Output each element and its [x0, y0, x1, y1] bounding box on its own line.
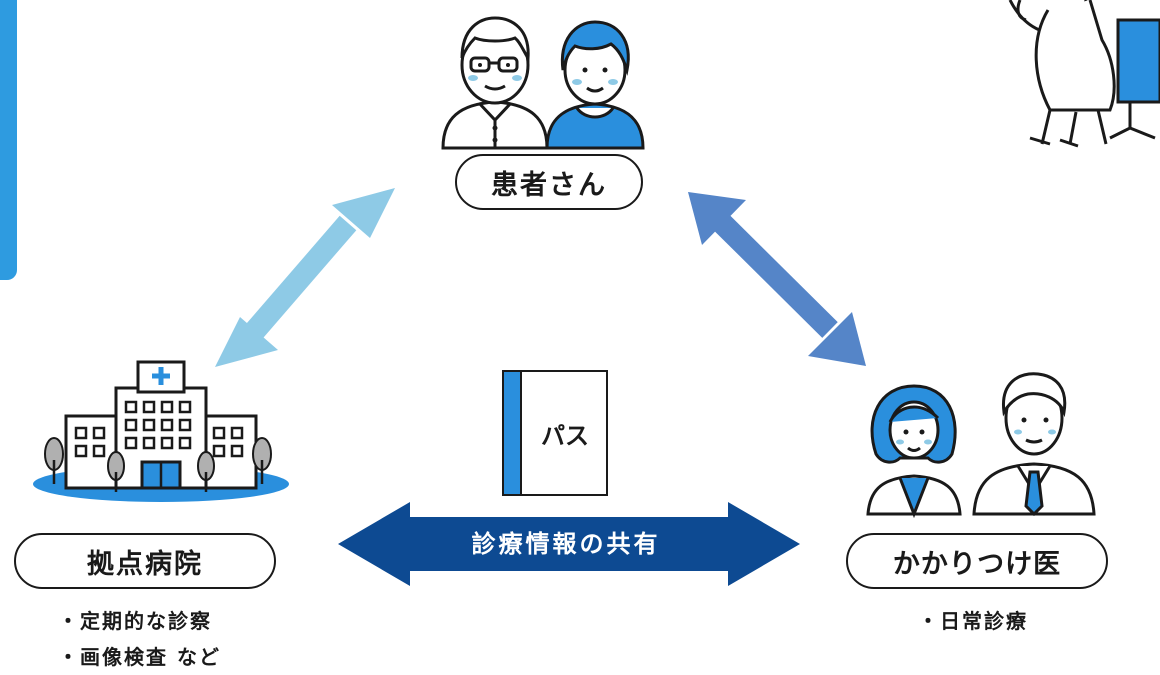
clinic-note-1: ・日常診療	[918, 609, 1028, 633]
hospital-note-1: ・定期的な診察	[58, 609, 212, 633]
clinic-notes: ・日常診療	[918, 603, 1028, 639]
share-arrow	[338, 502, 800, 586]
hospital-note-2: ・画像検査 など	[58, 645, 221, 669]
patient-hospital-arrow	[215, 188, 395, 367]
patient-label: 患者さん	[455, 154, 643, 210]
clinic-doctors-illustration	[866, 372, 1096, 518]
patient-clinic-arrow	[688, 192, 866, 366]
patients-illustration	[441, 16, 645, 150]
path-booklet: パス	[502, 370, 608, 496]
booklet-label: パス	[541, 421, 589, 450]
doctor-sitting-illustration	[1008, 0, 1160, 148]
hospital-notes: ・定期的な診察 ・画像検査 など	[58, 603, 221, 675]
hospital-illustration	[33, 360, 289, 502]
side-bar-decoration	[0, 0, 17, 280]
hospital-label: 拠点病院	[14, 533, 276, 589]
share-label: 診療情報の共有	[471, 530, 661, 558]
booklet-spine	[504, 372, 522, 494]
clinic-label: かかりつけ医	[846, 533, 1108, 589]
